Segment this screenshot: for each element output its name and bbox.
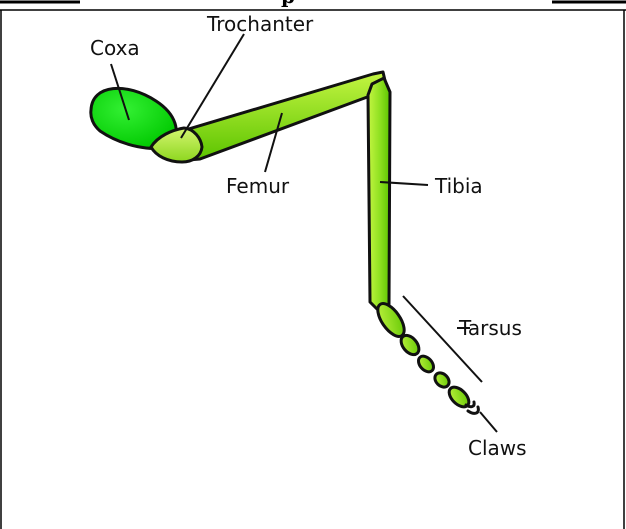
coxa-label: Coxa	[90, 36, 140, 60]
tibia-segment	[368, 78, 390, 309]
trochanter-label: Trochanter	[206, 12, 314, 36]
tarsus-label: Tarsus	[458, 316, 522, 340]
header-title-fragment: p	[281, 0, 295, 8]
tarsus-segment-4	[432, 370, 452, 390]
claws-leader-line	[480, 412, 497, 432]
tibia-label: Tibia	[434, 174, 483, 198]
tarsus-segment-3	[416, 353, 437, 374]
claws-label: Claws	[468, 436, 527, 460]
femur-label: Femur	[226, 174, 290, 198]
